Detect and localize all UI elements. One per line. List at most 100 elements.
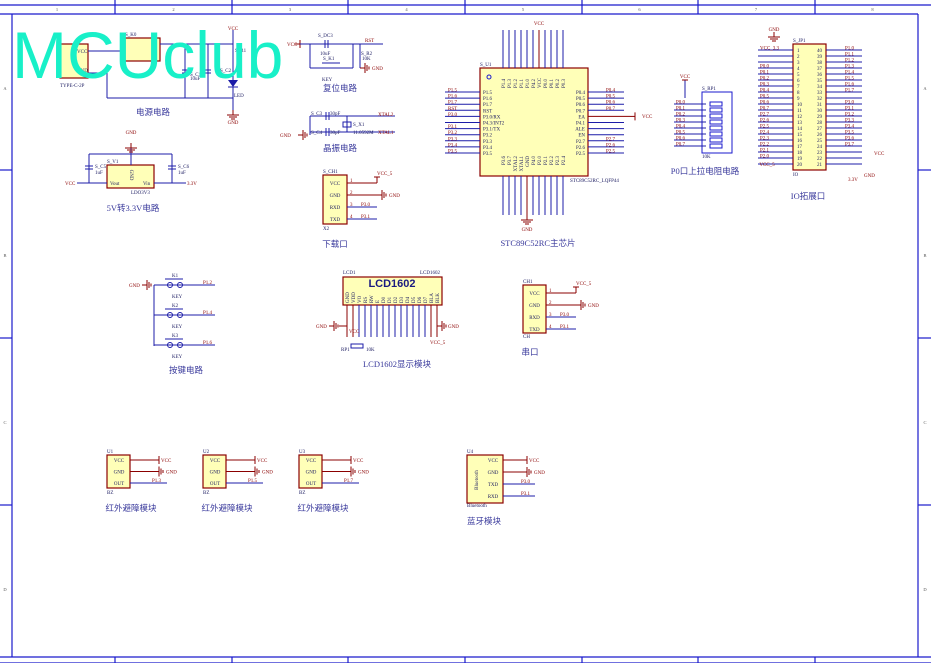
net-label: P2.1 — [760, 149, 770, 154]
vcc-net: VCC — [228, 27, 239, 32]
pin-label: P3.4 — [483, 146, 493, 151]
net-label: P3.0 — [845, 101, 855, 106]
pin-label: BLA — [430, 293, 435, 303]
reset-circuit-title: 复位电路 — [323, 83, 358, 93]
pin-label: D3 — [400, 296, 405, 303]
pin-number: 21 — [817, 163, 823, 168]
net-label: P3.0 — [521, 480, 531, 485]
cap-value: 1uF — [95, 171, 103, 176]
key-ref: S_K1 — [323, 57, 335, 62]
usb-c-connector — [59, 43, 89, 79]
net-label: P1.7 — [845, 89, 855, 94]
frame-row-label: D — [923, 587, 927, 592]
vcc-net: VCC — [65, 182, 76, 187]
pin-label: GND — [488, 471, 499, 476]
key-ref: K2 — [172, 304, 179, 309]
cap-ref: S_C6 — [178, 165, 190, 170]
net-label: P0.7 — [676, 143, 686, 148]
pin-label: GND — [210, 471, 221, 476]
net-label: GND — [534, 471, 545, 476]
switch-ref: S_K0 — [125, 33, 137, 38]
net-label: P3.2 — [448, 131, 458, 136]
net-label: GND — [358, 471, 369, 476]
net-label: P3.6 — [845, 137, 855, 142]
frame-row-label: A — [923, 86, 927, 91]
net-label: P3.7 — [845, 143, 855, 148]
pin-number: 2 — [350, 191, 353, 196]
net-label: P2.6 — [760, 119, 770, 124]
pin-label: P4.2 — [532, 78, 537, 88]
lcd-part: LCD1602 — [420, 271, 441, 276]
frame-column-label: 6 — [638, 7, 641, 12]
pin-label: VDD — [352, 292, 357, 303]
xtal2-net: XTAL2 — [378, 113, 394, 118]
pin-label: P3.6 — [502, 156, 507, 166]
pin-label: RXD — [330, 206, 341, 211]
mcu-title: STC89C52RC主芯片 — [500, 238, 575, 248]
xtal1-net: XTAL1 — [378, 131, 394, 136]
pin-number: 28 — [817, 121, 823, 126]
pin-label: XTAL2 — [514, 156, 519, 172]
ref: U1 — [107, 450, 114, 455]
pin-number: 2 — [549, 301, 552, 306]
frame-row-label: B — [923, 253, 926, 258]
resistor-icon — [709, 125, 723, 131]
pin-number: 3 — [549, 313, 552, 318]
net-label: P0.5 — [760, 95, 770, 100]
io-title: IO拓展口 — [791, 191, 825, 201]
vcc-net: VCC — [680, 75, 691, 80]
pin-number: 13 — [797, 121, 803, 126]
pin-label: P0.4 — [576, 91, 586, 96]
pin-label: P0.0 — [544, 78, 549, 88]
gnd-net: GND — [864, 174, 875, 179]
net-label: P1.4 — [203, 311, 213, 316]
potentiometer-icon — [350, 343, 364, 349]
net-label: P3.4 — [845, 125, 855, 130]
component-body — [522, 284, 547, 334]
vcc-net: VCC — [534, 22, 545, 27]
pin-label: P4.3/INT2 — [483, 122, 505, 127]
pin1-marker-icon — [486, 74, 492, 80]
cap-value: 1uF — [178, 171, 186, 176]
frame-column-label: 2 — [172, 7, 174, 12]
part: BZ — [203, 491, 209, 496]
key-label: KEY — [172, 355, 183, 360]
key-contact-icon — [167, 342, 173, 348]
pin-label: VCC — [210, 459, 221, 464]
gnd-net: GND — [316, 325, 327, 330]
net-label: P2.7 — [606, 137, 616, 142]
net-label: P3.0 — [448, 113, 458, 118]
cap-value: 10uF — [320, 52, 331, 57]
part: X2 — [323, 227, 330, 232]
resistor-icon — [709, 137, 723, 143]
net-label: GND — [389, 194, 400, 199]
resistor-icon — [709, 143, 723, 149]
pin-label: XTAL1 — [520, 156, 525, 172]
vcc-net: VCC — [349, 330, 360, 335]
rp-ref: S_RP1 — [702, 87, 716, 92]
net-label: P2.6 — [606, 143, 616, 148]
cap-ref: S_C4 — [311, 131, 323, 136]
pin-label: P4.0 — [532, 156, 537, 166]
pin-label: P2.2 — [550, 156, 555, 166]
key-label: KEY — [172, 295, 183, 300]
net-label: P3.5 — [448, 150, 458, 155]
key-label: KEY — [322, 78, 333, 83]
net-label: P0.3 — [676, 119, 686, 124]
net-label: VCC_5 — [377, 172, 393, 177]
net-label: P3.3 — [448, 137, 458, 142]
pin-label: P3.7 — [508, 156, 513, 166]
pin-number: 9 — [797, 97, 800, 102]
pin-number: 24 — [817, 145, 823, 150]
part: CH — [523, 335, 530, 340]
pin-label: OUT — [114, 482, 124, 487]
pin-label: D6 — [418, 296, 423, 303]
pin-label: P3.5 — [483, 152, 493, 157]
net-label: RST — [448, 107, 457, 112]
net-label: P3.5 — [845, 131, 855, 136]
net-label: P1.0 — [845, 47, 855, 52]
key-ref: K1 — [172, 274, 179, 279]
net-label: P0.0 — [760, 65, 770, 70]
pin-label: P4.1 — [576, 122, 586, 127]
net-label: VCC — [529, 459, 540, 464]
